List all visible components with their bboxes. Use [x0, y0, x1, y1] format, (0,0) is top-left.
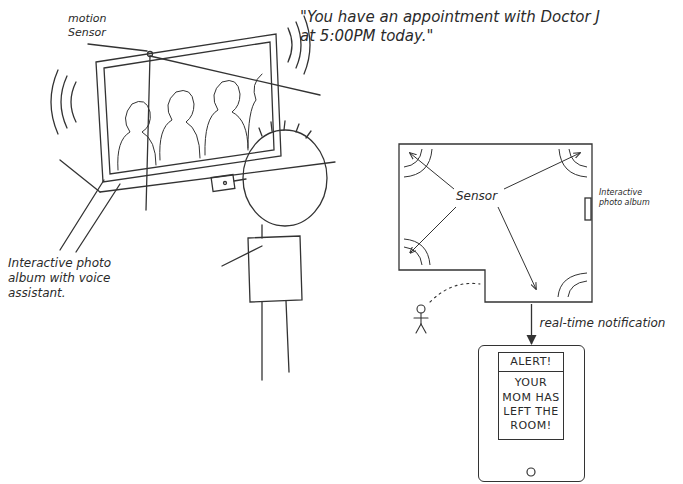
sensor-beam — [150, 56, 320, 95]
sensor-wave — [569, 149, 587, 167]
sensor-wave — [404, 239, 430, 265]
sensor-wave — [558, 273, 587, 297]
sensor-label: Sensor — [456, 189, 497, 203]
home-button — [527, 468, 535, 476]
floor-plan-outline — [398, 143, 593, 303]
sensor-wave — [559, 149, 587, 177]
leader-line — [88, 44, 147, 51]
alert-heading: ALERT! — [499, 353, 563, 372]
floor-plan: Sensor — [398, 143, 593, 303]
sensor-arrow — [498, 207, 536, 289]
photo-people — [118, 74, 262, 170]
alert-message: YOUR MOM HAS LEFT THE ROOM! — [499, 372, 563, 439]
edge-label: real-time notification — [540, 316, 666, 331]
sensor-arrow — [410, 207, 456, 253]
shelf-line — [100, 162, 335, 192]
part-label: motion Sensor — [68, 12, 128, 40]
wall-photo-album — [585, 198, 591, 220]
small-person — [414, 283, 480, 333]
sensor-arrow — [410, 153, 454, 189]
sensor-wave — [404, 149, 422, 167]
photo-frame — [96, 34, 281, 182]
phone-screen: ALERT!YOUR MOM HAS LEFT THE ROOM! — [498, 352, 564, 440]
phone: ALERT!YOUR MOM HAS LEFT THE ROOM! — [478, 345, 585, 482]
room-wall — [399, 144, 592, 302]
shelf-line — [60, 160, 100, 192]
leader-line — [60, 180, 104, 250]
part-label: Interactive photo album with voice assis… — [8, 256, 126, 301]
person — [211, 121, 327, 380]
notification-arrow — [531, 304, 532, 344]
sensor-beam — [146, 56, 150, 210]
speech-text: "You have an appointment with Doctor J a… — [300, 8, 600, 46]
sensor-arrow — [504, 153, 580, 189]
part-label: Interactive photo album — [599, 188, 651, 208]
sensor-wave — [568, 281, 587, 297]
sensor-wave — [404, 149, 432, 177]
leader-line — [76, 184, 120, 252]
